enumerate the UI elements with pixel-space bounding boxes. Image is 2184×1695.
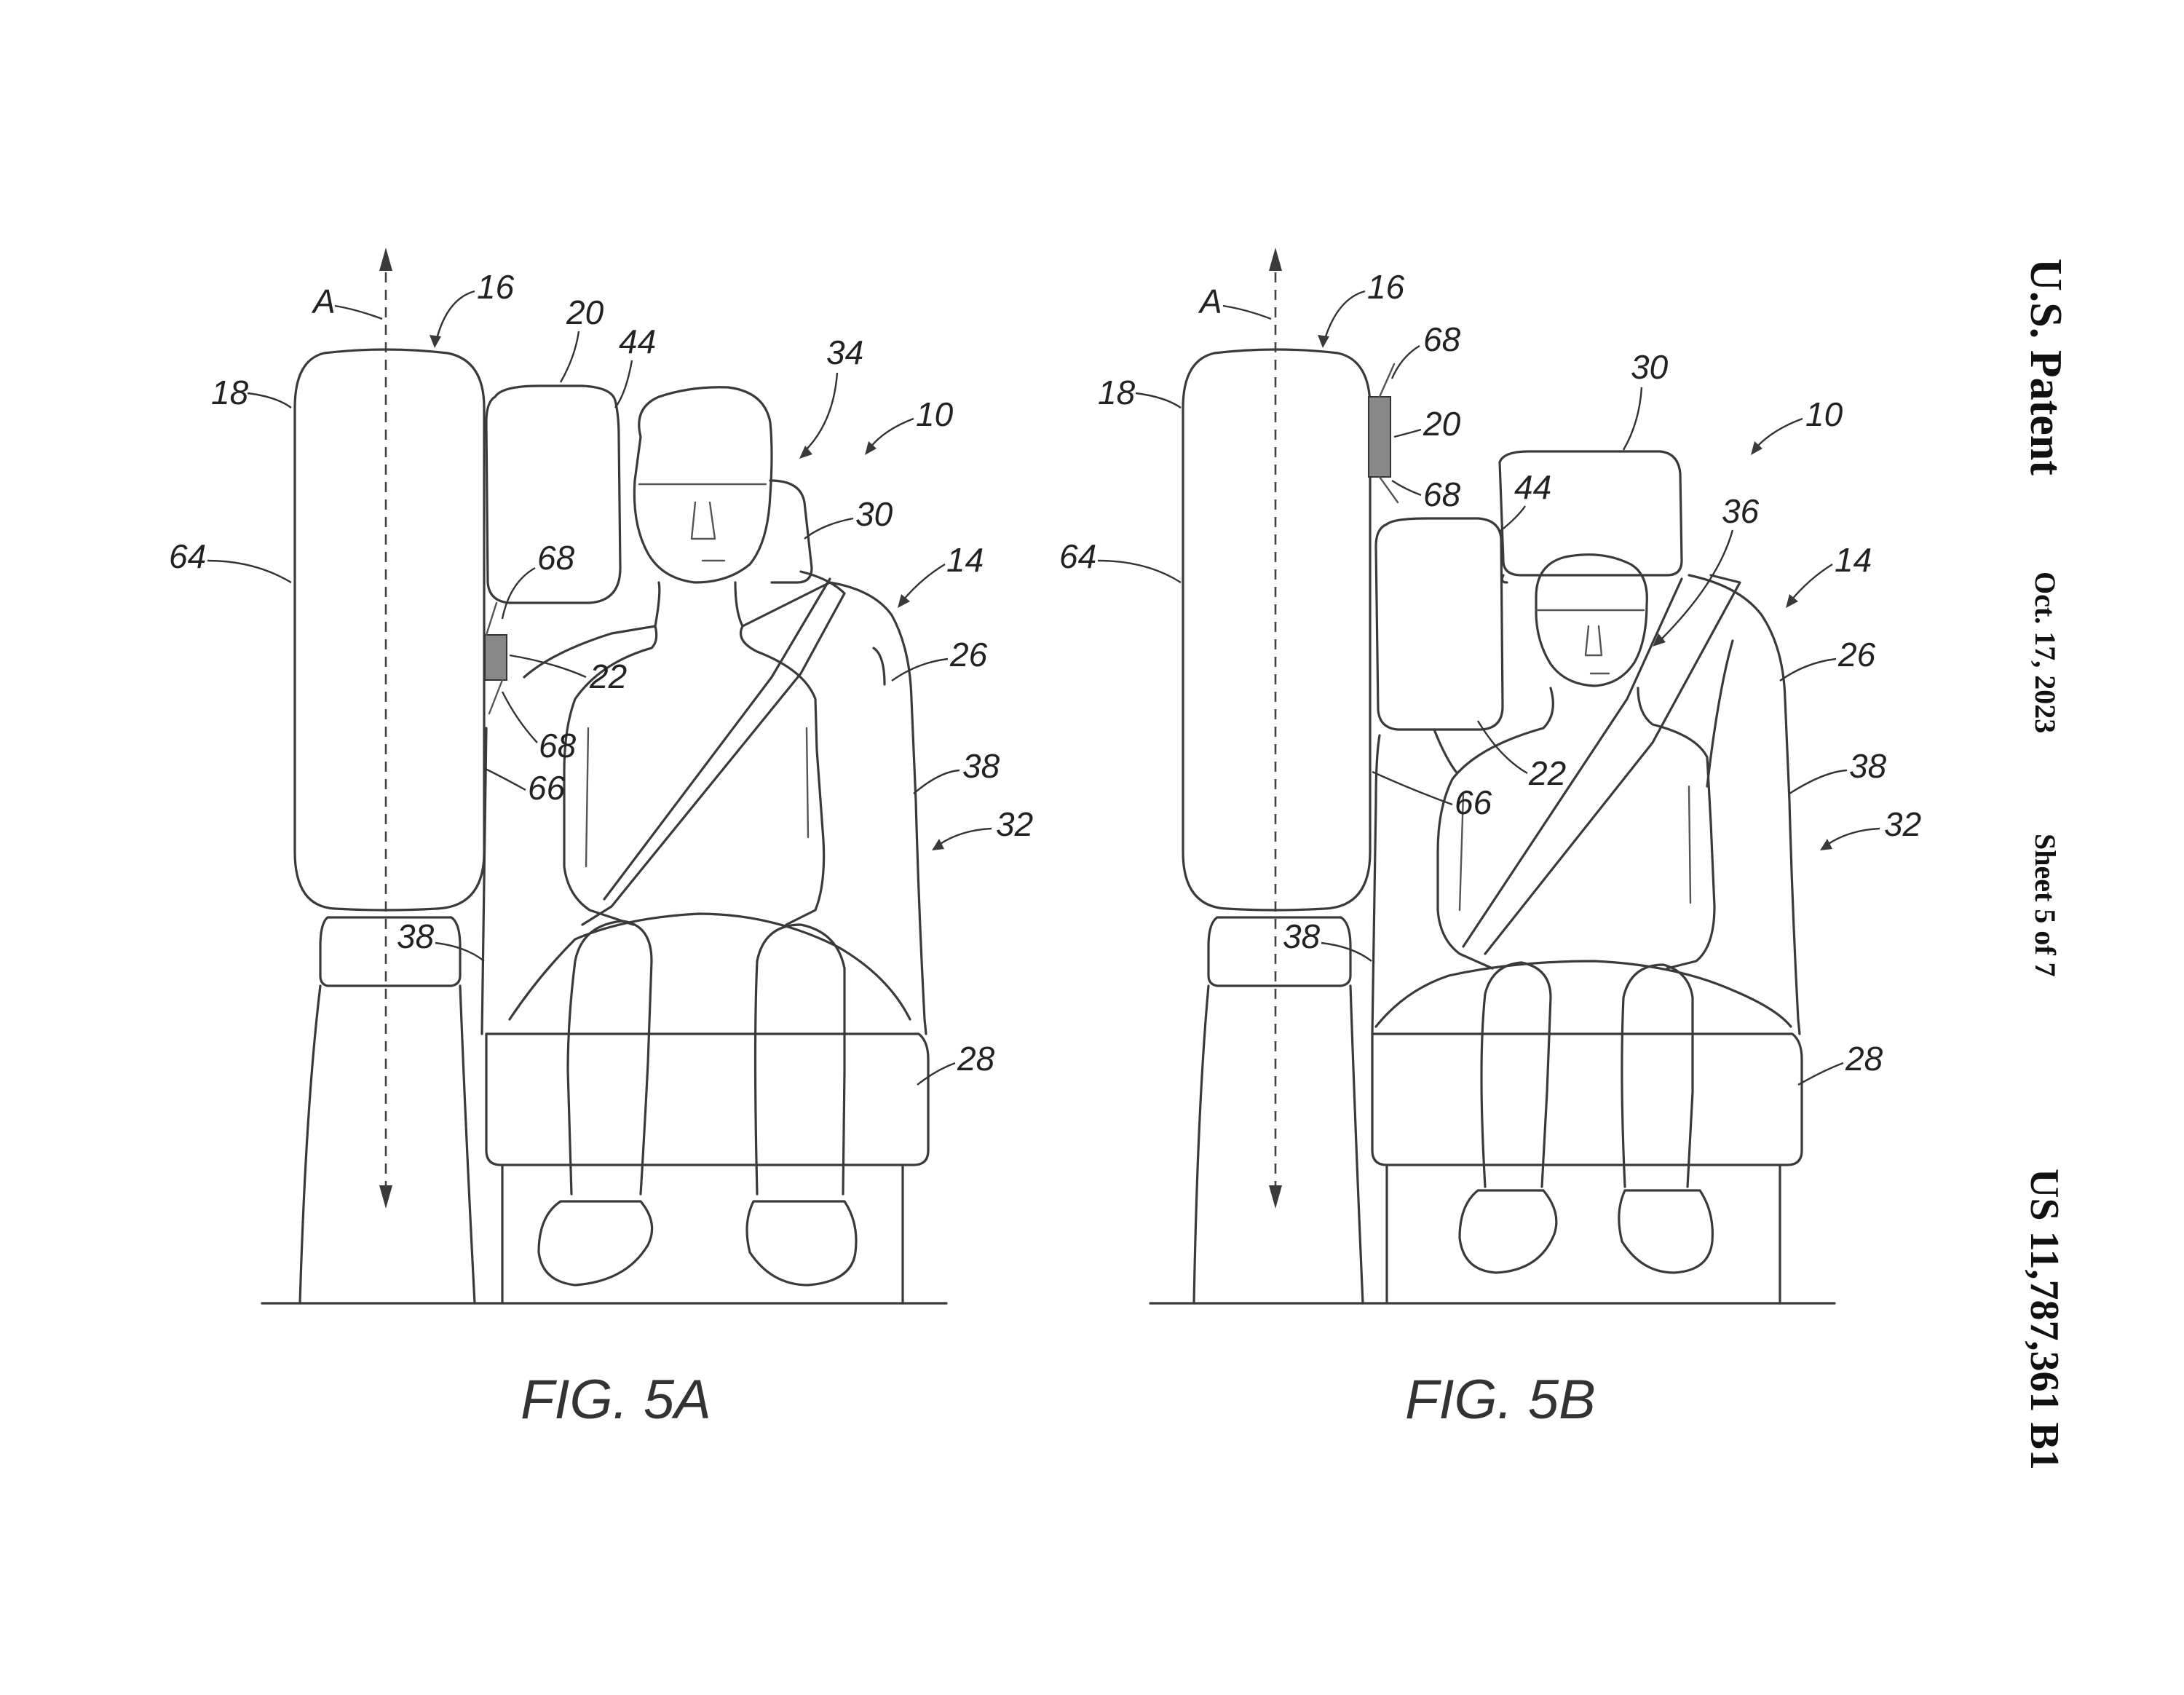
ref-64: 64: [1059, 537, 1096, 575]
lap-belt: [1374, 960, 1792, 1028]
ref-44: 44: [619, 323, 656, 360]
ref-16: 16: [477, 268, 515, 306]
ref-22: 22: [1528, 754, 1566, 792]
header-title: U.S. Patent: [2021, 258, 2070, 475]
ref-68a: 68: [537, 539, 575, 577]
occupant-feet: [1458, 1189, 1714, 1274]
ref-68b: 68: [1423, 475, 1461, 513]
figure-caption: FIG. 5B: [1405, 1369, 1596, 1431]
ref-20: 20: [1423, 405, 1461, 443]
ref-34: 34: [826, 333, 863, 371]
axis-arrow-top: [379, 248, 392, 271]
seat-back-inner: [1433, 639, 1734, 788]
axis-arrow-top: [1269, 248, 1282, 271]
ref-30: 30: [1631, 348, 1669, 386]
seat-base: [1385, 1163, 1781, 1305]
occupant-head: [633, 386, 773, 584]
ref-28: 28: [1845, 1040, 1883, 1078]
ref-66: 66: [1455, 783, 1492, 821]
torso-creases: [585, 727, 810, 868]
ref-16: 16: [1367, 268, 1405, 306]
ref-68b: 68: [539, 727, 577, 764]
occupant-legs: [1480, 961, 1694, 1188]
seat-cushion: [485, 1032, 930, 1166]
occupant-face: [638, 483, 767, 562]
ref-10: 10: [916, 395, 954, 433]
secondary-cushion: [1374, 517, 1504, 731]
tether-lines: [1378, 363, 1399, 504]
tether-lines: [485, 601, 504, 715]
reference-labels: A 16 20 44 34 10 18 64 68 30 14: [169, 268, 1033, 1086]
ref-a: A: [1198, 282, 1222, 320]
patent-header: U.S. Patent Oct. 17, 2023 Sheet 5 of 7 U…: [2021, 258, 2070, 1470]
ref-20: 20: [566, 293, 604, 331]
seat-back: [1371, 574, 1801, 1035]
secondary-cushion: [485, 384, 622, 604]
seat-belt: [581, 570, 846, 926]
seat-cushion: [1371, 1032, 1803, 1166]
ref-28: 28: [957, 1040, 995, 1078]
ref-44: 44: [1514, 468, 1551, 506]
ref-18: 18: [1098, 374, 1136, 411]
pillar-trim: [1207, 916, 1352, 987]
headrest: [1498, 450, 1683, 577]
pillar-base: [298, 984, 476, 1305]
axis-arrow-bottom: [1269, 1185, 1282, 1209]
occupant-feet: [537, 1200, 858, 1287]
ref-10: 10: [1805, 395, 1843, 433]
tether-strap: [1368, 396, 1391, 478]
torso-creases: [1458, 785, 1692, 912]
tether-strap: [484, 634, 507, 681]
pillar-trim: [319, 916, 462, 987]
occupant-torso: [1436, 687, 1716, 970]
ref-64: 64: [169, 537, 206, 575]
reference-labels: A 16 68 30 10 18 20 44 68 36 14: [1059, 268, 1921, 1086]
ref-38b: 38: [397, 917, 435, 955]
side-airbag: [293, 348, 486, 912]
ref-66: 66: [528, 769, 566, 807]
ref-14: 14: [1835, 541, 1872, 579]
header-sheet: Sheet 5 of 7: [2029, 834, 2062, 977]
occupant-head: [1535, 553, 1648, 687]
ref-18: 18: [211, 374, 249, 411]
figure-5b: A 16 68 30 10 18 20 44 68 36 14: [1059, 248, 1921, 1431]
ref-14: 14: [946, 541, 984, 579]
ref-32: 32: [996, 805, 1033, 843]
ref-30: 30: [855, 495, 893, 533]
axis-arrow-bottom: [379, 1185, 392, 1209]
header-number: US 11,787,361 B1: [2022, 1169, 2067, 1470]
seat-belt: [1462, 574, 1741, 955]
ref-26: 26: [1837, 636, 1876, 673]
ref-32: 32: [1884, 805, 1921, 843]
ref-38a: 38: [1849, 747, 1887, 785]
lap-belt: [508, 912, 911, 1021]
ref-22: 22: [589, 657, 627, 695]
ref-26: 26: [949, 636, 988, 673]
ref-a: A: [311, 282, 336, 320]
ref-36: 36: [1722, 492, 1760, 530]
pillar-base: [1192, 984, 1364, 1305]
occupant-face: [1535, 609, 1645, 675]
header-date: Oct. 17, 2023: [2029, 572, 2062, 733]
figure-5a: A 16 20 44 34 10 18 64 68 30 14: [169, 248, 1033, 1431]
ref-38b: 38: [1283, 917, 1321, 955]
seat-back-inner: [480, 647, 886, 1035]
side-airbag: [1182, 348, 1372, 912]
occupant-torso: [563, 625, 826, 926]
occupant-legs: [566, 920, 846, 1196]
seat-base: [501, 1163, 904, 1305]
ref-38a: 38: [962, 747, 1000, 785]
ref-68a: 68: [1423, 320, 1461, 358]
figure-caption: FIG. 5A: [521, 1369, 711, 1431]
headrest: [769, 479, 813, 584]
